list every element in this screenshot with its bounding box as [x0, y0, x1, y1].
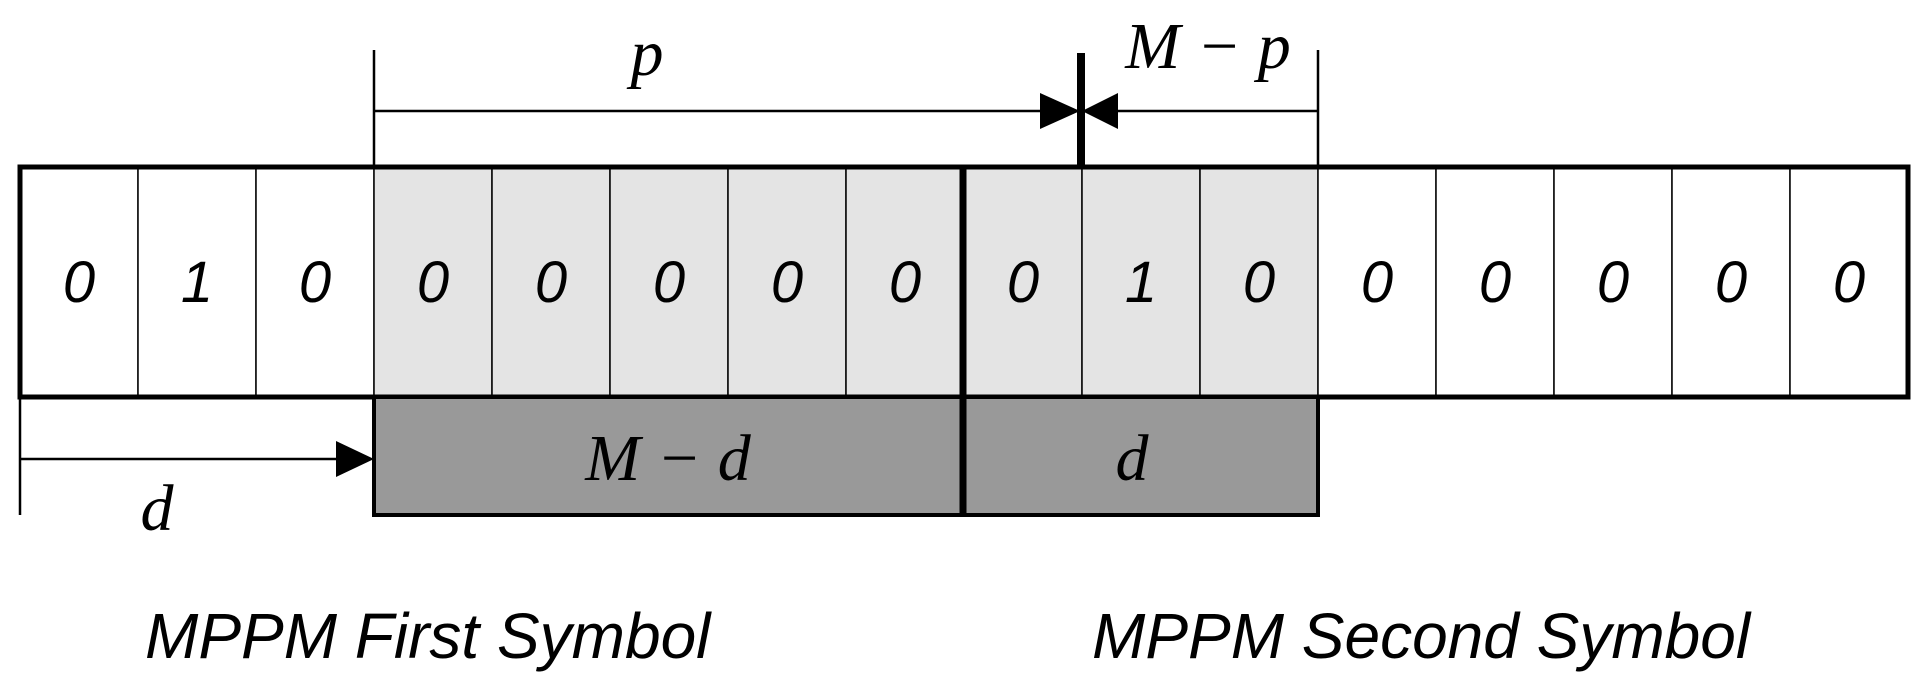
slot-rect: [1671, 166, 1791, 398]
shaded-slot-rect: [963, 166, 1083, 398]
m-minus-p-label: M − p: [1124, 10, 1291, 83]
slot-value: 0: [1361, 250, 1393, 315]
slot-rect: [1317, 166, 1437, 398]
shaded-slot-rect: [609, 166, 729, 398]
slot-value: 0: [535, 250, 567, 315]
slot-rect: [1553, 166, 1673, 398]
p-label: p: [627, 17, 664, 90]
d-arrowhead: [336, 441, 374, 477]
slot-cell: 0: [1671, 166, 1791, 398]
slot-cell: 0: [609, 166, 729, 398]
slot-cell: 0: [491, 166, 611, 398]
slot-rect: [255, 166, 375, 398]
slot-row: 0 1 0 0 0 0 0 0 0 1 0 0 0 0 0 0: [19, 166, 1909, 398]
d-block-label: d: [1116, 422, 1150, 495]
slot-cell: 0: [845, 166, 965, 398]
slot-cell: 0: [255, 166, 375, 398]
slot-cell: 1: [137, 166, 257, 398]
slot-cell: 0: [1789, 166, 1909, 398]
p-arrowhead: [1040, 93, 1080, 129]
slot-rect: [19, 166, 139, 398]
slot-value: 0: [417, 250, 449, 315]
shaded-slot-rect: [845, 166, 965, 398]
slot-cell: 0: [1199, 166, 1319, 398]
slot-value: 1: [1125, 250, 1157, 315]
shaded-slot-rect: [491, 166, 611, 398]
slot-value: 0: [771, 250, 803, 315]
slot-cell: 0: [373, 166, 493, 398]
second-symbol-caption: MPPM Second Symbol: [1092, 600, 1752, 672]
slot-cell: 0: [963, 166, 1083, 398]
slot-cell: 0: [727, 166, 847, 398]
slot-value: 0: [299, 250, 331, 315]
slot-cell: 0: [1435, 166, 1555, 398]
slot-cell: 0: [1553, 166, 1673, 398]
d-arrow-label: d: [141, 472, 175, 545]
slot-cell: 0: [19, 166, 139, 398]
slot-value: 0: [889, 250, 921, 315]
d-block: [961, 395, 1320, 517]
slot-value: 0: [1715, 250, 1747, 315]
slot-value: 0: [1833, 250, 1865, 315]
slot-value: 1: [181, 250, 213, 315]
slot-rect: [1789, 166, 1909, 398]
slot-value: 0: [63, 250, 95, 315]
slot-cell: 1: [1081, 166, 1201, 398]
slot-value: 0: [653, 250, 685, 315]
first-symbol-caption: MPPM First Symbol: [145, 600, 712, 672]
slot-value: 0: [1007, 250, 1039, 315]
slot-value: 0: [1243, 250, 1275, 315]
slot-value: 0: [1597, 250, 1629, 315]
slot-rect: [1435, 166, 1555, 398]
shaded-slot-rect: [727, 166, 847, 398]
m-minus-d-label: M − d: [584, 422, 752, 495]
slot-cell: 0: [1317, 166, 1437, 398]
m-minus-p-arrowhead: [1082, 93, 1118, 129]
slot-value: 0: [1479, 250, 1511, 315]
